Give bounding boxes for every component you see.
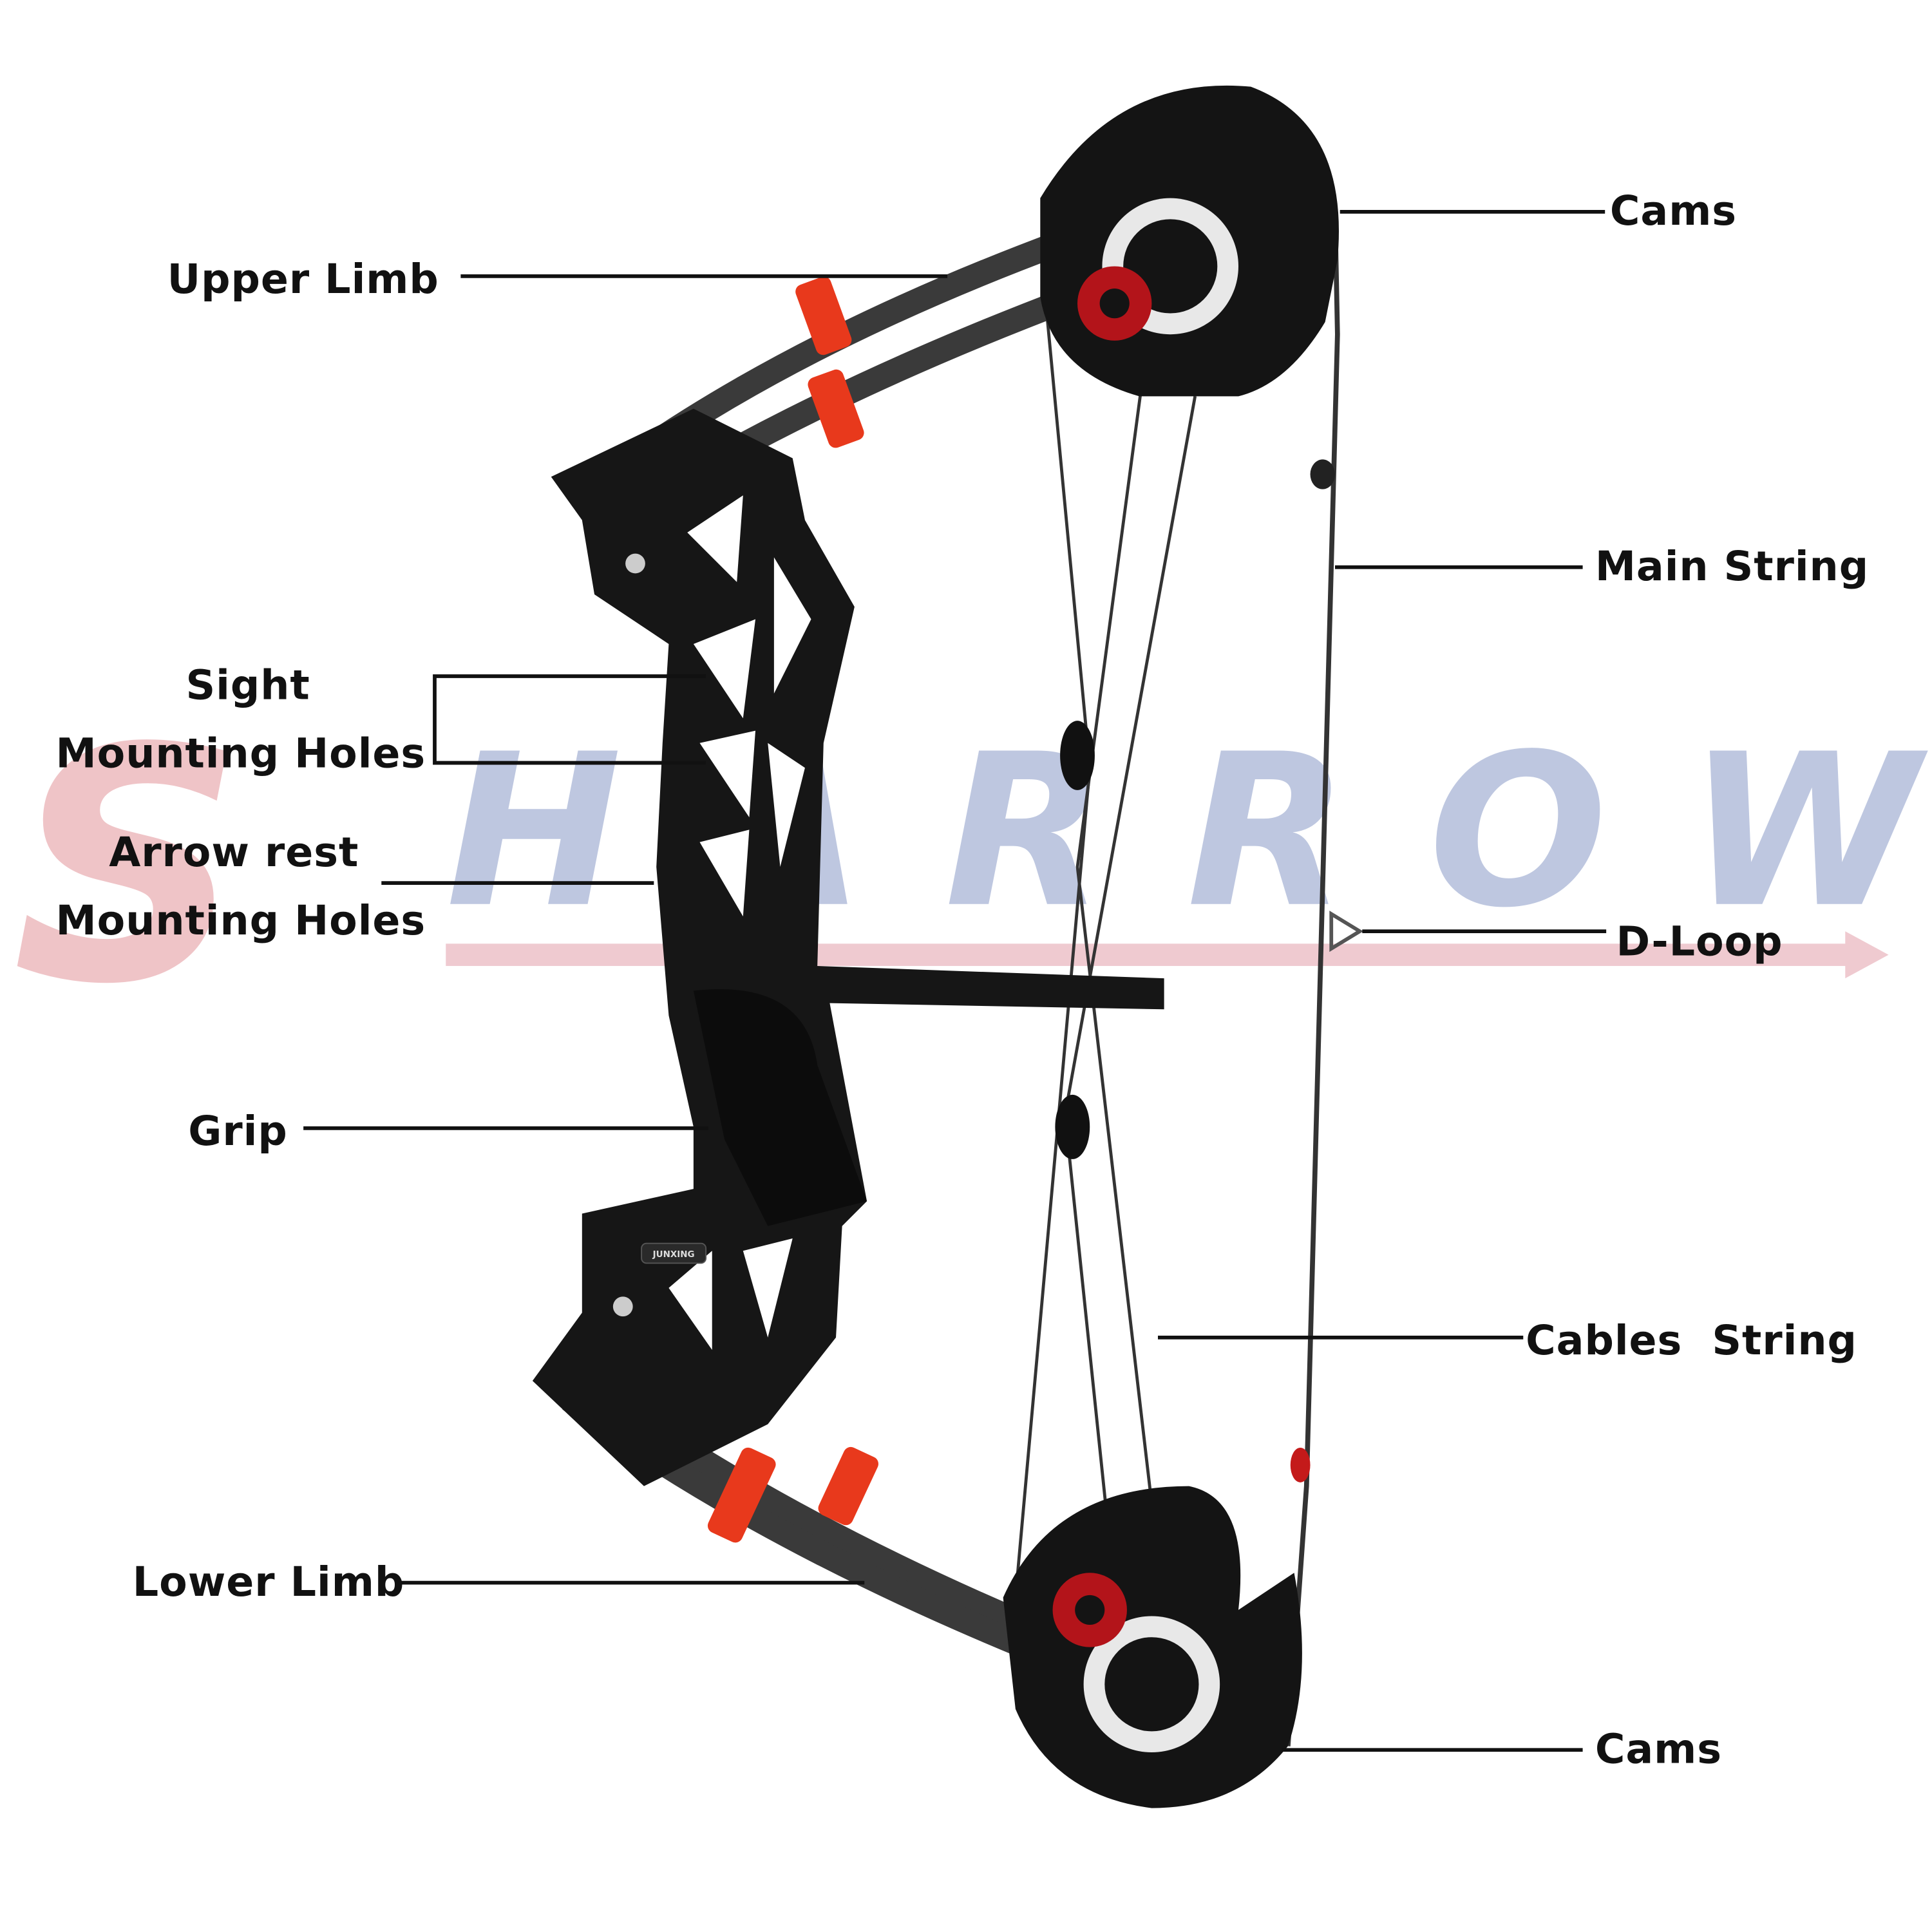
brand-badge-text: JUNXING xyxy=(652,1250,695,1260)
leader-lines xyxy=(303,209,1607,1752)
label-arrow-rest-mounting-holes: Mounting Holes xyxy=(55,896,426,945)
label-upper-limb: Upper Limb xyxy=(167,254,439,303)
cable-slide-top xyxy=(1060,721,1095,790)
cable-2 xyxy=(1075,309,1166,1611)
cable-slide-bottom xyxy=(1055,1094,1090,1159)
riser-cutouts xyxy=(668,495,811,1350)
label-cams-top: Cams xyxy=(1609,186,1738,235)
main-string xyxy=(1285,210,1340,1747)
limb-bolt-bottom xyxy=(612,1296,633,1317)
label-sight: Sight xyxy=(185,660,310,709)
brand-badge xyxy=(641,1242,707,1264)
string-silencer-red xyxy=(1290,1447,1311,1482)
watermark-s: S xyxy=(12,679,244,1054)
label-main-string: Main String xyxy=(1595,542,1870,591)
top-cam xyxy=(1040,85,1339,397)
label-sight-mounting-holes: Mounting Holes xyxy=(55,728,426,777)
d-loop xyxy=(1329,911,1364,952)
string-silencer xyxy=(1310,459,1335,489)
label-arrow-rest: Arrow rest xyxy=(109,828,359,876)
watermark-arrow-head xyxy=(1845,931,1889,979)
grip xyxy=(693,989,867,1226)
leader-sight-holes xyxy=(433,674,706,765)
label-grip: Grip xyxy=(188,1106,288,1155)
limb-bolt-top xyxy=(625,553,645,574)
limb-dampers xyxy=(707,276,878,1543)
label-lower-limb: Lower Limb xyxy=(132,1557,405,1606)
label-cables-string: Cables String xyxy=(1526,1316,1857,1365)
bottom-cam xyxy=(1003,1486,1302,1808)
label-d-loop: D-Loop xyxy=(1616,916,1783,965)
label-cams-bottom: Cams xyxy=(1595,1724,1722,1773)
